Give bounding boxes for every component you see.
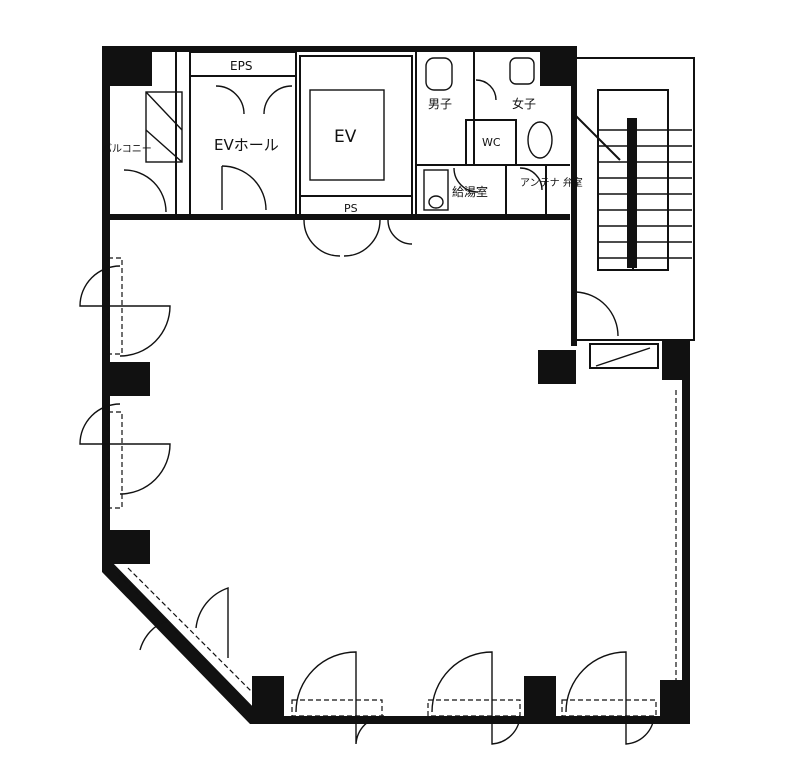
staircase — [575, 89, 692, 369]
label-eps: EPS — [230, 59, 252, 73]
label-kitchenette: 給湯室 — [452, 184, 488, 199]
label-wc: WC — [482, 136, 501, 149]
label-ps: PS — [344, 202, 358, 215]
room-labels: EPS EVホール EV PS 男子 女子 WC 給湯室 アンテナ 弁室 バルコ… — [102, 59, 583, 215]
label-balcony: バルコニー — [102, 143, 152, 155]
label-mens: 男子 — [428, 97, 452, 111]
label-womens: 女子 — [512, 96, 536, 111]
label-antenna-valve: アンテナ 弁室 — [520, 176, 583, 189]
doors — [79, 85, 677, 745]
exterior-walls — [102, 46, 695, 724]
service-core — [110, 51, 570, 220]
label-ev-hall: EVホール — [214, 136, 279, 154]
label-ev: EV — [334, 127, 357, 147]
